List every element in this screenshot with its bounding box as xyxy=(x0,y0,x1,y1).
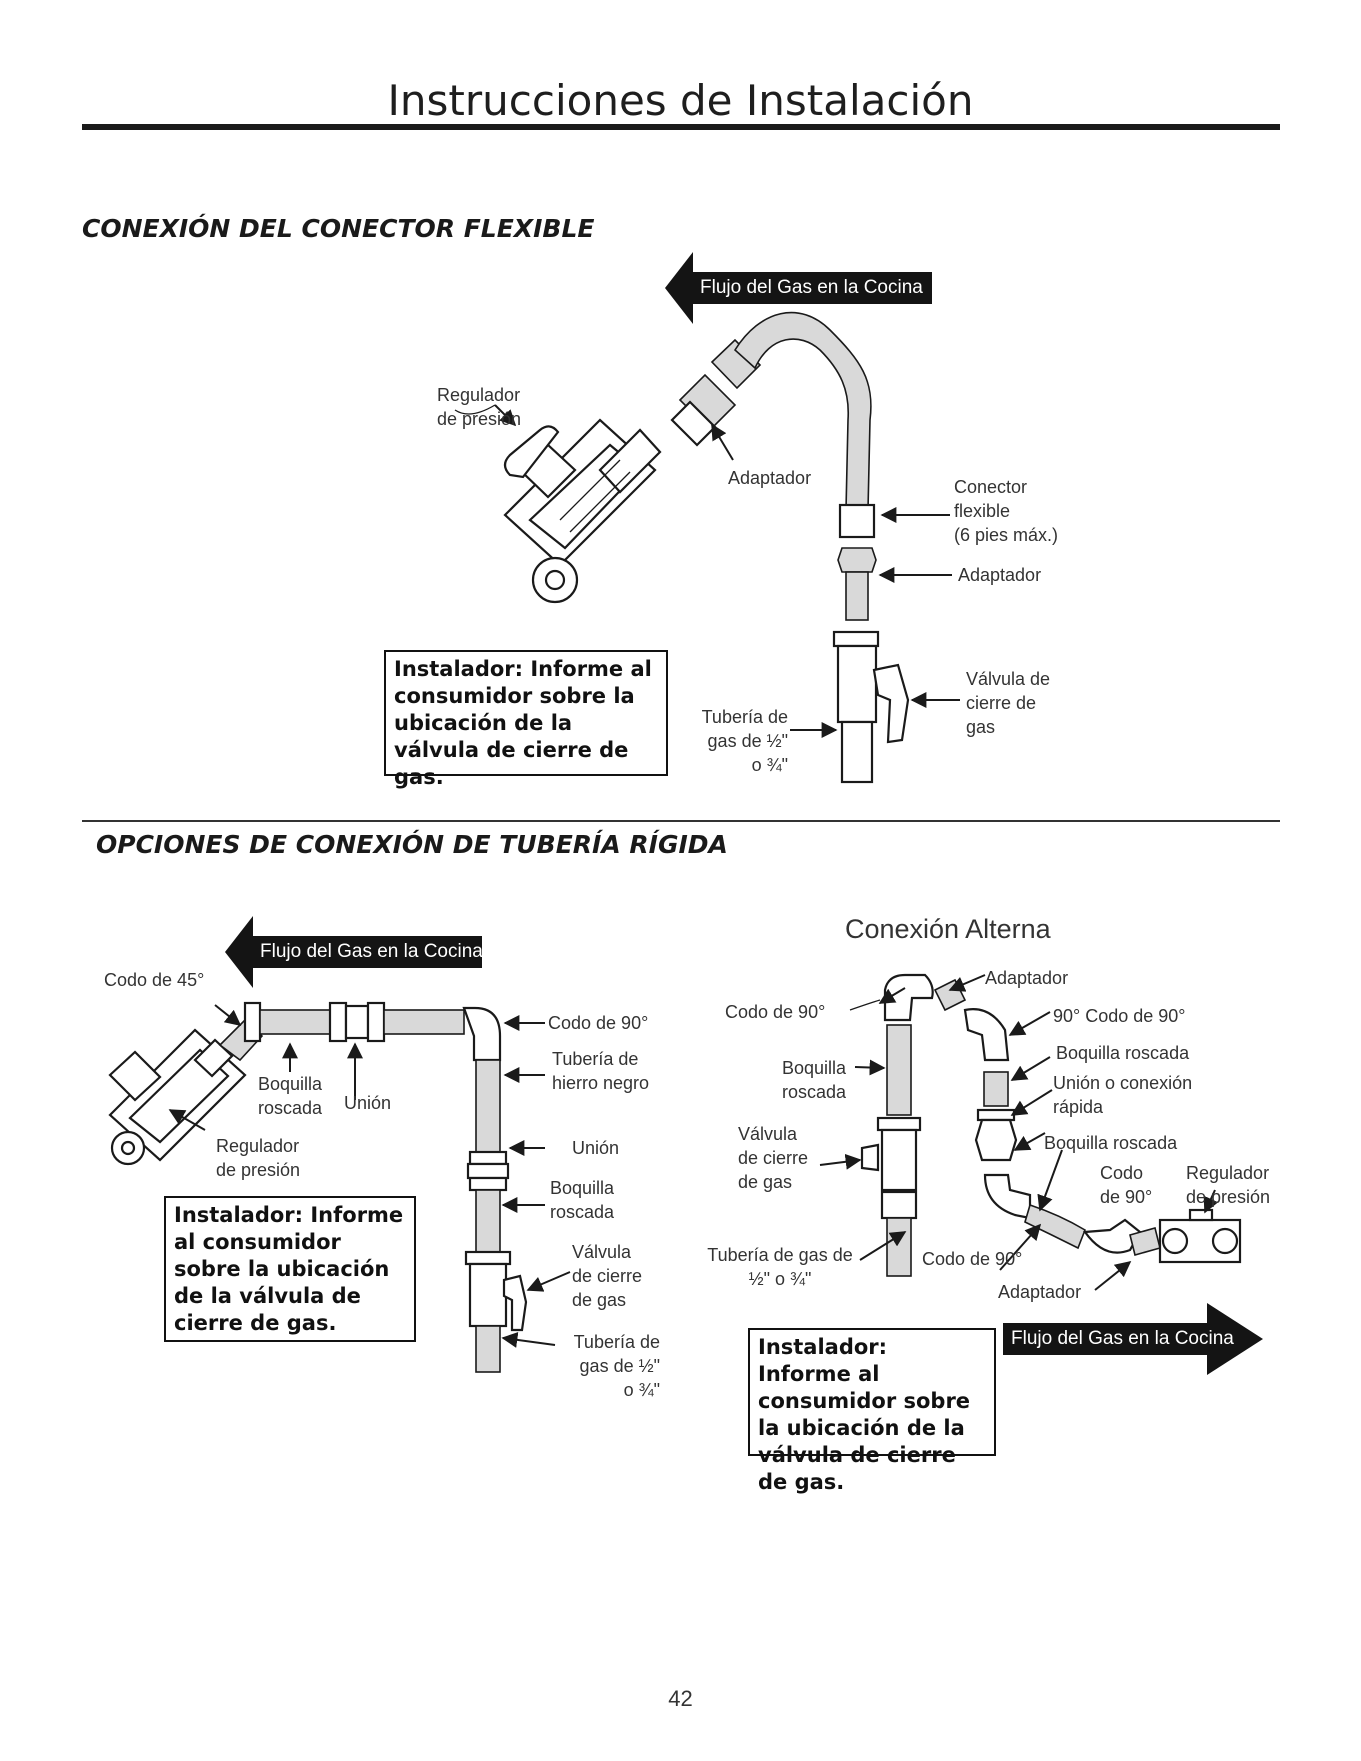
alt-regulator-label: Regulador de presión xyxy=(1186,1163,1271,1207)
rigid-valve-label: Válvula de cierre de gas xyxy=(572,1242,643,1310)
flex-regulator-drawing xyxy=(503,418,662,604)
alt-elbow90-left-label: Codo de 90° xyxy=(725,1002,826,1022)
page-number: 42 xyxy=(668,1686,693,1711)
alt-nipple-right-label: Boquilla roscada xyxy=(1056,1043,1190,1063)
flex-top-adapter-drawing xyxy=(670,338,762,447)
flexible-gas-flow-label: Flujo del Gas en la Cocina xyxy=(700,277,923,298)
flex-regulator-label: Regulador de presión xyxy=(437,385,522,429)
flex-gas-pipe-label: Tubería de gas de ½" o ¾" xyxy=(701,707,788,775)
arrow-left-icon xyxy=(225,916,253,988)
rigid-nipple-label: Boquilla roscada xyxy=(258,1074,323,1118)
alt-elbow90-small-label: Codo de 90° xyxy=(1100,1163,1153,1207)
alternate-gas-flow-banner: Flujo del Gas en la Cocina xyxy=(1003,1303,1263,1375)
flexible-connection-heading: CONEXIÓN DEL CONECTOR FLEXIBLE xyxy=(82,214,595,243)
alt-elbow90-right-label: 90° Codo de 90° xyxy=(1053,1006,1186,1026)
page-title: Instrucciones de Instalación xyxy=(387,76,974,125)
alt-nipple-left-label: Boquilla roscada xyxy=(782,1058,847,1102)
rigid-elbow90-label: Codo de 90° xyxy=(548,1013,649,1033)
rigid-gas-flow-label: Flujo del Gas en la Cocina xyxy=(260,941,483,962)
alternate-gas-flow-label: Flujo del Gas en la Cocina xyxy=(1011,1328,1234,1349)
alt-valve-label: Válvula de cierre de gas xyxy=(738,1124,809,1192)
alt-gas-pipe-label: Tubería de gas de ½" o ¾" xyxy=(707,1245,853,1289)
arrow-left-icon xyxy=(665,252,693,324)
section-divider xyxy=(82,820,1280,822)
rigid-connection-heading: OPCIONES DE CONEXIÓN DE TUBERÍA RÍGIDA xyxy=(96,830,728,859)
rigid-gas-pipe-label: Tubería de gas de ½" o ¾" xyxy=(573,1332,660,1400)
rigid-regulator-label: Regulador de presión xyxy=(216,1136,301,1180)
alt-elbow90-bottom-label: Codo de 90° xyxy=(922,1249,1023,1269)
flex-adapter-top-label: Adaptador xyxy=(728,468,812,488)
flex-connector-label: Conector flexible (6 pies máx.) xyxy=(954,477,1059,545)
alt-union-label: Unión o conexión rápida xyxy=(1053,1073,1193,1117)
rigid-nipple-b-label: Boquilla roscada xyxy=(550,1178,615,1222)
alt-nipple-right2-label: Boquilla roscada xyxy=(1044,1133,1178,1153)
title-rule xyxy=(82,124,1280,130)
rigid-pipe-run-drawing xyxy=(218,1001,528,1373)
alternate-connection-heading: Conexión Alterna xyxy=(845,914,1051,944)
rigid-black-pipe-label: Tubería de hierro negro xyxy=(552,1049,650,1093)
arrow-right-icon xyxy=(1207,1303,1263,1375)
rigid-regulator-drawing xyxy=(108,1028,247,1166)
rigid-elbow45-label: Codo de 45° xyxy=(104,970,205,990)
flex-adapter-bottom-label: Adaptador xyxy=(958,565,1042,585)
rigid-union-b-label: Unión xyxy=(572,1138,620,1158)
flex-shutoff-valve-label: Válvula de cierre de gas xyxy=(966,669,1051,737)
rigid-installer-notice: Instalador: Informe al consumidor sobre … xyxy=(164,1196,416,1342)
rigid-gas-flow-banner: Flujo del Gas en la Cocina xyxy=(225,916,483,988)
flex-connector-hose-drawing xyxy=(733,311,910,784)
rigid-union-a-label: Unión xyxy=(344,1093,392,1113)
alt-adapter-bottom-label: Adaptador xyxy=(998,1282,1082,1302)
flexible-installer-notice: Instalador: Informe al consumidor sobre … xyxy=(384,650,668,789)
flexible-gas-flow-banner: Flujo del Gas en la Cocina xyxy=(665,252,932,324)
alt-adapter-top-label: Adaptador xyxy=(985,968,1069,988)
alternate-installer-notice: Instalador: Informe al consumidor sobre … xyxy=(748,1328,996,1494)
